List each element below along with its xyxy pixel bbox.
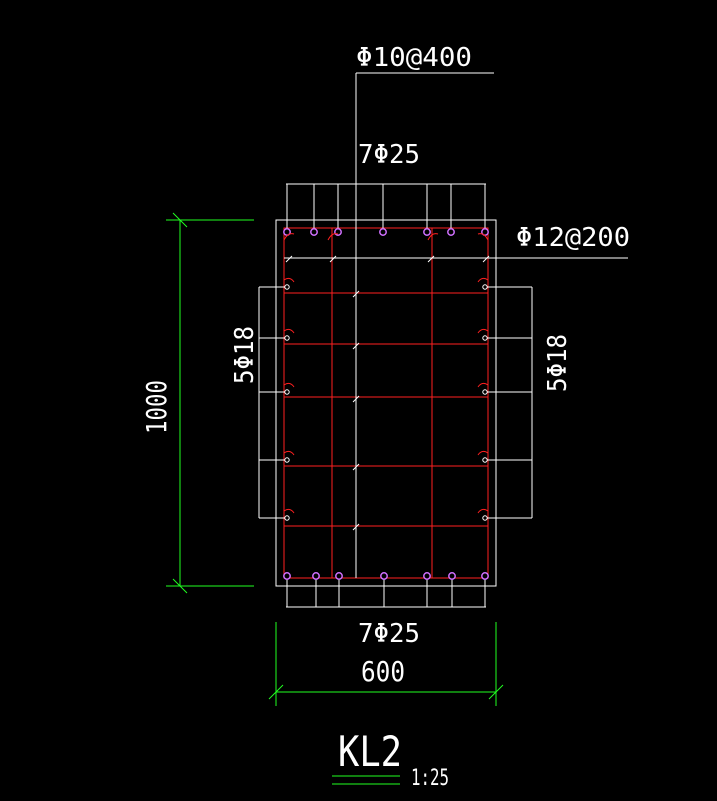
stirrup-label: Φ10@400 [356,43,472,73]
stirrup-leader [355,72,494,228]
left-side-leader [258,286,287,519]
tie-hooks [283,233,489,514]
right-side-bars-label: 5Φ18 [543,334,573,392]
horizontal-ties [284,292,488,527]
scale-label: 1:25 [411,766,449,791]
width-dimension [268,622,504,706]
top-bars-label: 7Φ25 [358,140,420,170]
tie-bar-label: Φ12@200 [516,223,630,253]
width-dimension-label: 600 [361,655,405,688]
top-bars [283,228,489,236]
section-outline [275,219,497,587]
height-dimension-label: 1000 [140,380,173,434]
left-side-bars-label: 5Φ18 [230,326,260,384]
bottom-bars-label: 7Φ25 [358,619,420,649]
beam-id-title: KL2 [338,727,402,776]
inner-vertical-ties [331,228,433,578]
top-bars-leader [286,183,486,231]
title-underline [332,775,400,785]
right-side-bars [482,284,488,521]
tie-ticks [285,255,490,531]
bottom-bars-leader [286,576,486,608]
left-side-bars [284,284,290,521]
right-side-leader [485,286,533,519]
bottom-bars [283,572,489,580]
height-dimension [166,212,254,594]
